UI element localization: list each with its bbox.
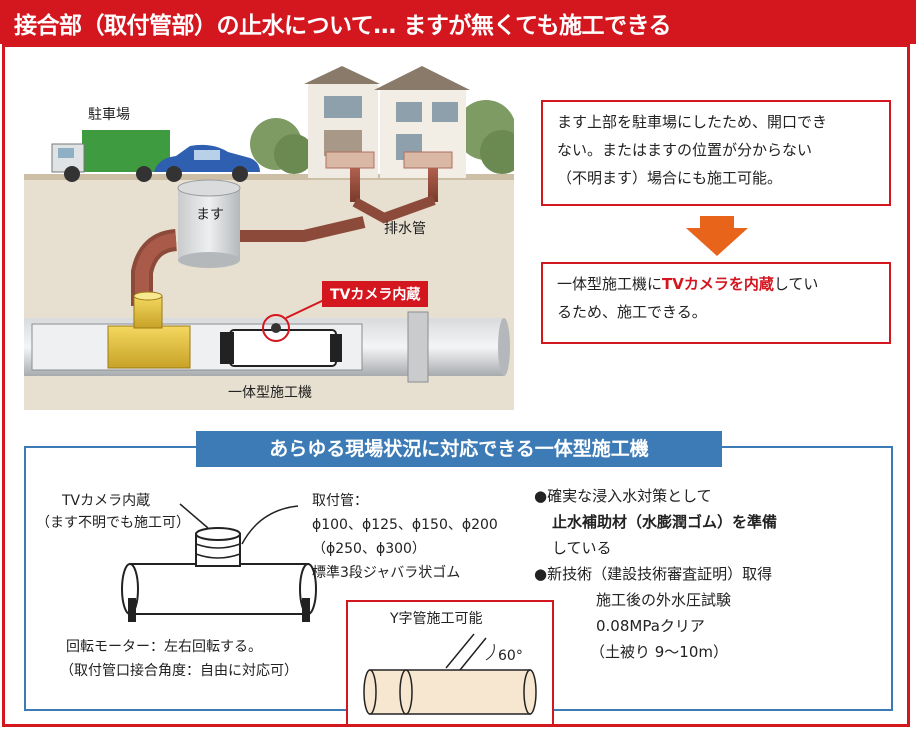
feature1: ●確実な浸入水対策として xyxy=(534,487,712,505)
callout-camera: 一体型施工機にTVカメラを内蔵してい るため、施工できる。 xyxy=(541,262,891,344)
parking-label: 駐車場 xyxy=(88,107,130,123)
callout1-line1: ます上部を駐車場にしたため、開口でき xyxy=(557,113,828,131)
pipe-label: 取付管： xyxy=(312,493,368,509)
callout1-line3: （不明ます）場合にも施工可能。 xyxy=(557,169,783,187)
callout2-post: してい xyxy=(773,275,819,293)
camera-leader-line xyxy=(285,299,325,319)
feature1-tail: している xyxy=(552,539,612,557)
feature2: ●新技術（建設技術審査証明）取得 xyxy=(534,565,773,583)
feature1-highlight: 止水補助材（水膨潤ゴム）を準備 xyxy=(552,513,778,531)
scene-illustration xyxy=(24,60,514,410)
car-illustration xyxy=(154,144,260,182)
motor-sub: （取付管口接合角度：自由に対応可） xyxy=(60,663,298,679)
callout2-highlight: TVカメラを内蔵 xyxy=(662,275,774,293)
truck-illustration xyxy=(51,130,170,182)
callout2-line2: るため、施工できる。 xyxy=(557,303,707,321)
arrow-down-icon xyxy=(686,216,748,256)
callout-no-manhole: ます上部を駐車場にしたため、開口でき ない。またはますの位置が分からない （不明… xyxy=(541,100,891,206)
machine-detail-drawing xyxy=(121,503,317,622)
machine-label: 一体型施工機 xyxy=(228,385,312,401)
y-pipe-label: Y字管施工可能 xyxy=(390,611,483,627)
camera-marker xyxy=(262,314,290,342)
motor-label: 回転モーター：左右回転する。 xyxy=(66,639,262,655)
lower-title: あらゆる現場状況に対応できる一体型施工機 xyxy=(196,431,722,467)
house-illustration xyxy=(304,66,470,178)
pipe-sizes1: ϕ100、ϕ125、ϕ150、ϕ200 xyxy=(312,517,498,533)
camera-tag: TVカメラ内蔵 xyxy=(322,281,429,307)
angle-label: 60° xyxy=(498,648,523,664)
camera-detail-label: TVカメラ内蔵 xyxy=(62,493,151,509)
manhole-label: ます xyxy=(196,207,224,223)
page-title: 接合部（取付管部）の止水について… ますが無くても施工できる xyxy=(14,13,672,39)
feature2-line4: （土被り 9〜10m） xyxy=(590,643,729,661)
integrated-machine xyxy=(220,314,342,367)
y-pipe-drawing xyxy=(363,633,537,715)
feature2-line3: 0.08MPaクリア xyxy=(596,617,705,635)
title-bar xyxy=(0,0,916,44)
pipe-sizes2: （ϕ250、ϕ300） xyxy=(312,541,426,557)
pipe-rubber: 標準3段ジャバラ状ゴム xyxy=(312,565,461,581)
manhole-illustration xyxy=(177,179,241,268)
feature2-line2: 施工後の外水圧試験 xyxy=(596,591,732,609)
drain-pipe-label: 排水管 xyxy=(384,221,426,237)
gold-fitting xyxy=(107,291,191,369)
callout1-line2: ない。またはますの位置が分からない xyxy=(557,141,813,159)
camera-detail-sub: （ます不明でも施工可） xyxy=(36,515,190,531)
drain-pipe xyxy=(131,168,438,306)
callout2-pre: 一体型施工機に xyxy=(557,275,663,293)
